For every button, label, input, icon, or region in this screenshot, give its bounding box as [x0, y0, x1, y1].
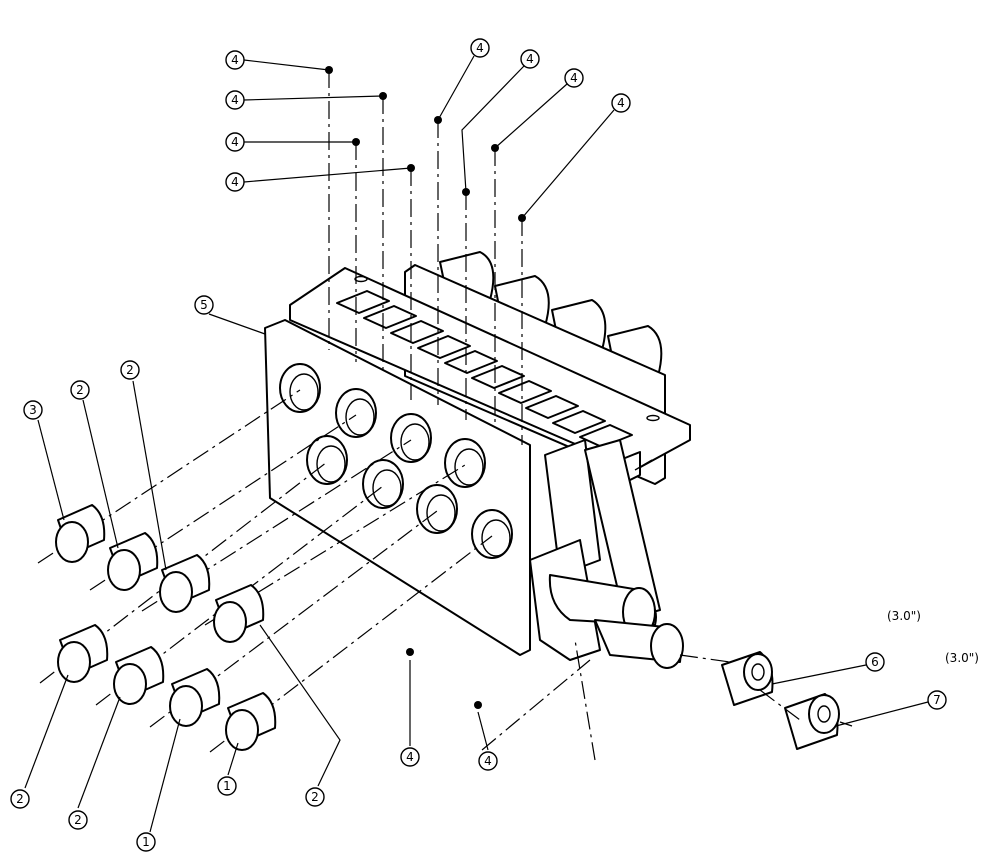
bushing-2-d: [57, 624, 109, 683]
svg-text:4: 4: [476, 41, 484, 55]
bushing-2-a: [107, 532, 159, 591]
mounting-hole: [646, 414, 660, 422]
callout-4b: 4: [225, 90, 245, 110]
svg-text:4: 4: [231, 135, 239, 149]
callout-4g: 4: [564, 68, 584, 88]
callout-4f: 4: [520, 49, 540, 69]
spacer-6: [721, 651, 774, 706]
callout-6: 6: [865, 652, 885, 672]
bushing-2-b: [159, 554, 211, 613]
fastener-axes: [328, 70, 523, 445]
callout-4d: 4: [225, 172, 245, 192]
support-structure: [469, 439, 684, 669]
callout-5: 5: [194, 295, 214, 315]
mounting-hole: [354, 275, 368, 283]
bushing-1-b: [225, 692, 277, 751]
callout-4h: 4: [611, 93, 631, 113]
svg-text:5: 5: [200, 298, 208, 312]
svg-text:3: 3: [29, 403, 37, 417]
bushing-3: [55, 504, 106, 563]
bushing-2-c: [213, 584, 265, 643]
svg-text:2: 2: [311, 790, 319, 804]
svg-text:7: 7: [933, 693, 941, 707]
svg-text:4: 4: [231, 93, 239, 107]
svg-text:2: 2: [16, 792, 24, 806]
bushings: [55, 504, 277, 751]
callout-1a: 1: [136, 832, 156, 852]
svg-text:4: 4: [617, 96, 625, 110]
callout-2d: 2: [68, 810, 88, 830]
svg-text:6: 6: [871, 655, 879, 669]
part6-length-note: (3.0"): [887, 609, 921, 623]
callout-2b: 2: [120, 360, 140, 380]
svg-text:1: 1: [223, 779, 231, 793]
svg-text:4: 4: [570, 71, 578, 85]
callout-7: 7: [927, 690, 947, 710]
leader-lines: [24, 55, 929, 833]
callout-4i: 4: [400, 747, 420, 767]
svg-text:4: 4: [231, 53, 239, 67]
callout-balloons: 4 4 4 4 4 4 4 4 4 4 5 3 2 2 2 2 2 1 1 6 …: [10, 38, 947, 852]
svg-text:2: 2: [126, 363, 134, 377]
callout-4e: 4: [470, 38, 490, 58]
callout-4j: 4: [478, 751, 498, 771]
svg-text:4: 4: [526, 52, 534, 66]
callout-2c: 2: [10, 789, 30, 809]
svg-text:4: 4: [231, 175, 239, 189]
bushing-2-e: [113, 646, 165, 705]
svg-text:2: 2: [76, 383, 84, 397]
bushing-1-a: [169, 668, 221, 727]
svg-text:1: 1: [142, 835, 150, 849]
svg-text:4: 4: [406, 750, 414, 764]
callout-2a: 2: [70, 380, 90, 400]
spacer-7: [784, 693, 840, 750]
svg-text:2: 2: [74, 813, 82, 827]
face-plate-holes: [279, 363, 513, 559]
part7-length-note: (3.0"): [945, 651, 979, 665]
callout-2e: 2: [305, 787, 325, 807]
callout-1b: 1: [217, 776, 237, 796]
svg-text:4: 4: [484, 754, 492, 768]
callout-4a: 4: [225, 50, 245, 70]
callout-3: 3: [23, 400, 43, 420]
callout-4c: 4: [225, 132, 245, 152]
